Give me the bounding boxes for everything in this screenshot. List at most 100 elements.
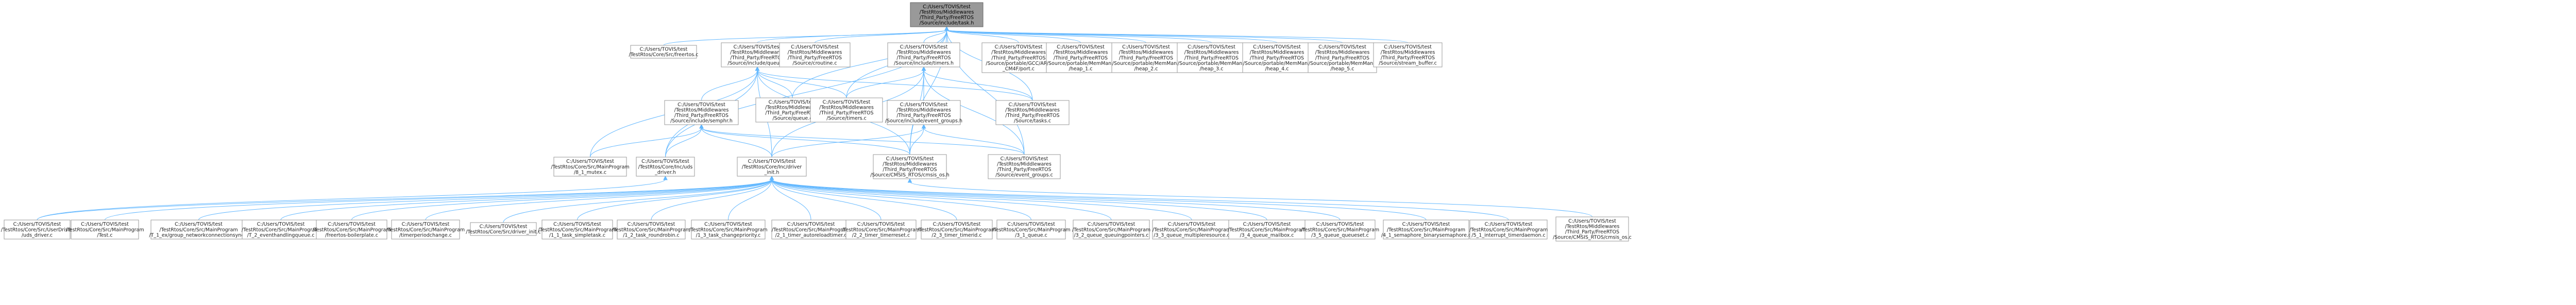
graph-node[interactable]: C:/Users/TOVIS/test/TestRtos/Core/Src/Ma… — [1072, 219, 1150, 240]
graph-node[interactable]: C:/Users/TOVIS/test/TestRtos/Middlewares… — [1111, 42, 1181, 73]
node-label-line: /TestRtos/Middlewares — [1054, 50, 1108, 56]
node-box — [691, 219, 766, 240]
graph-node[interactable]: C:/Users/TOVIS/test/TestRtos/Core/Src/Ma… — [1381, 219, 1471, 240]
node-label-line: C:/Users/TOVIS/test — [1485, 222, 1533, 227]
dependency-edge — [815, 29, 947, 43]
node-box — [541, 219, 613, 240]
node-label-line: C:/Users/TOVIS/test — [748, 159, 796, 164]
graph-node[interactable]: C:/Users/TOVIS/test/TestRtos/Core/Src/Ma… — [1152, 219, 1231, 240]
node-box — [921, 219, 993, 240]
dependency-edge — [771, 179, 882, 221]
node-label-line: /3_1_queue.c — [1015, 232, 1047, 238]
dependency-edge — [590, 127, 702, 158]
node-label-line: /TestRtos/Core/Src/MainProgram — [689, 227, 767, 233]
node-box — [1304, 219, 1376, 240]
node-label-line: /TestRtos/Core/Src/MainProgram — [538, 227, 616, 233]
graph-node[interactable]: C:/Users/TOVIS/test/TestRtos/Middlewares… — [1177, 42, 1246, 73]
node-label-line: /TestRtos/Middlewares — [1184, 50, 1239, 56]
node-label-line: /Third_Party/FreeRTOS — [1005, 113, 1059, 118]
graph-node[interactable]: C:/Users/TOVIS/test/TestRtos/Middlewares… — [885, 100, 962, 125]
dependency-edge — [923, 70, 1033, 101]
node-label-line: C:/Users/TOVIS/test — [628, 222, 675, 227]
node-box — [470, 222, 537, 236]
node-label-line: C:/Users/TOVIS/test — [1384, 44, 1432, 50]
graph-node[interactable]: C:/Users/TOVIS/test/TestRtos/Middlewares… — [887, 42, 960, 67]
graph-node[interactable]: C:/Users/TOVIS/test/TestRtos/Core/Src/Ma… — [771, 219, 851, 240]
graph-node[interactable]: C:/Users/TOVIS/test/TestRtos/Core/Src/Ma… — [65, 219, 144, 240]
node-label-line: /Third_Party/FreeRTOS — [883, 167, 937, 173]
graph-node[interactable]: C:/Users/TOVIS/test/TestRtos/Core/Src/Ma… — [1301, 219, 1379, 240]
graph-node[interactable]: C:/Users/TOVIS/test/TestRtos/Middlewares… — [981, 42, 1056, 73]
graph-node[interactable]: C:/Users/TOVIS/test/TestRtos/Core/Src/Ma… — [242, 219, 320, 240]
node-label-line: /Source/CMSIS_RTOS/cmsis_os.c — [1553, 235, 1632, 241]
graph-node[interactable]: C:/Users/TOVIS/test/TestRtos/Core/Inc/ud… — [636, 157, 695, 177]
node-label-line: /uds_driver.c — [22, 232, 53, 238]
node-label-line: /Source/event_groups.c — [995, 173, 1053, 178]
node-box — [71, 219, 139, 240]
node-label-line: /1_1_task_simpletask.c — [549, 232, 605, 238]
node-label-line: /TestRtos/Core/Src/driver_init.c — [466, 229, 541, 235]
node-box — [1046, 42, 1115, 73]
dependency-edge — [946, 29, 1081, 43]
graph-node[interactable]: C:/Users/TOVIS/test/TestRtos/Core/Src/Ma… — [612, 219, 690, 240]
graph-node[interactable]: C:/Users/TOVIS/test/TestRtos/Middlewares… — [664, 100, 739, 125]
node-label-line: /TestRtos/Middlewares — [1381, 50, 1435, 56]
graph-node[interactable]: C:/Users/TOVIS/test/TestRtos/Middlewares… — [1373, 42, 1443, 67]
graph-node[interactable]: C:/Users/TOVIS/test/TestRtos/Middlewares… — [995, 100, 1070, 125]
graph-node[interactable]: C:/Users/TOVIS/test/TestRtos/Core/Inc/dr… — [737, 157, 807, 177]
graph-node[interactable]: C:/Users/TOVIS/test/TestRtos/Core/Src/Ma… — [689, 219, 768, 240]
node-label-line: C:/Users/TOVIS/test — [857, 222, 905, 227]
node-label-line: /heap_2.c — [1134, 66, 1158, 72]
dependency-edge — [771, 179, 957, 221]
graph-node[interactable]: C:/Users/TOVIS/test/TestRtos/Middlewares… — [1046, 42, 1115, 73]
graph-node[interactable]: C:/Users/TOVIS/test/TestRtos/Core/Src/Us… — [1, 219, 74, 240]
graph-node[interactable]: C:/Users/TOVIS/test/TestRtos/Core/Src/Ma… — [992, 219, 1071, 240]
graph-node[interactable]: C:/Users/TOVIS/test/TestRtos/Core/Src/Ma… — [312, 219, 391, 240]
graph-node[interactable]: C:/Users/TOVIS/test/TestRtos/Middlewares… — [779, 42, 851, 67]
node-label-line: /Source/portable/MemMang — [1047, 61, 1114, 66]
graph-node[interactable]: C:/Users/TOVIS/test/TestRtos/Core/Src/Ma… — [1469, 219, 1548, 240]
graph-node[interactable]: C:/Users/TOVIS/test/TestRtos/Core/Src/Ma… — [551, 157, 630, 177]
graph-node[interactable]: C:/Users/TOVIS/test/TestRtos/Middlewares… — [810, 97, 883, 123]
graph-node[interactable]: C:/Users/TOVIS/test/TestRtos/Core/Src/Ma… — [918, 219, 996, 240]
graph-node[interactable]: C:/Users/TOVIS/test/TestRtos/Core/Src/Ma… — [842, 219, 920, 240]
node-label-line: /TestRtos/Core/Src/MainProgram — [612, 227, 690, 233]
node-label-line: C:/Users/TOVIS/test — [1188, 44, 1235, 50]
node-box — [4, 219, 71, 240]
node-label-line: C:/Users/TOVIS/test — [1007, 222, 1055, 227]
node-label-line: /TestRtos/Core/Src/MainProgram — [312, 227, 391, 233]
dependency-edge — [198, 179, 772, 221]
node-box — [845, 219, 917, 240]
node-label-line: /Source/portable/MemMang — [1178, 61, 1245, 66]
graph-node[interactable]: C:/Users/TOVIS/test/TestRtos/Core/Src/Ma… — [149, 219, 248, 240]
graph-node[interactable]: C:/Users/TOVIS/test/TestRtos/Core/Src/dr… — [466, 222, 541, 236]
node-label-line: C:/Users/TOVIS/test — [1243, 222, 1291, 227]
node-label-line: /TestRtos/Core/Src/MainProgram — [1228, 227, 1306, 233]
node-box — [887, 42, 960, 67]
node-label-line: /TestRtos/Core/Src/MainProgram — [1153, 227, 1231, 233]
edge-arrowhead — [755, 66, 760, 71]
graph-node[interactable]: C:/Users/TOVIS/test/TestRtos/Middlewares… — [988, 154, 1061, 179]
node-box — [1383, 219, 1469, 240]
graph-node[interactable]: C:/Users/TOVIS/test/TestRtos/Core/Src/fr… — [629, 45, 699, 59]
node-label-line: C:/Users/TOVIS/test — [13, 222, 61, 227]
graph-node[interactable]: C:/Users/TOVIS/test/TestRtos/Middlewares… — [870, 154, 950, 179]
node-label-line: C:/Users/TOVIS/test — [900, 102, 948, 108]
node-label-line: /TestRtos/Core/Src/MainProgram — [1469, 227, 1548, 233]
graph-node[interactable]: C:/Users/TOVIS/test/TestRtos/Middlewares… — [1553, 216, 1632, 242]
node-box — [1152, 219, 1231, 240]
dependency-edge — [771, 127, 924, 158]
graph-node[interactable]: C:/Users/TOVIS/test/TestRtos/Core/Src/Ma… — [1228, 219, 1306, 240]
node-box — [873, 154, 947, 179]
graph-node[interactable]: C:/Users/TOVIS/test/TestRtos/Core/Src/Ma… — [538, 219, 617, 240]
root-node-task-h[interactable]: C:/Users/TOVIS/test/TestRtos/Middlewares… — [910, 2, 984, 27]
dependency-edge — [946, 29, 1408, 43]
graph-node[interactable]: C:/Users/TOVIS/test/TestRtos/Core/Src/Ma… — [386, 219, 465, 240]
node-label-line: /Third_Party/FreeRTOS — [1565, 229, 1619, 235]
dependency-edge — [757, 29, 947, 43]
graph-node[interactable]: C:/Users/TOVIS/test/TestRtos/Middlewares… — [1242, 42, 1312, 73]
graph-node[interactable]: C:/Users/TOVIS/test/TestRtos/Middlewares… — [1308, 42, 1377, 73]
node-label-line: /TestRtos/Core/Src/MainProgram — [1072, 227, 1150, 233]
node-label-line: /TestRtos/Middlewares — [883, 162, 937, 167]
node-label-line: C:/Users/TOVIS/test — [787, 222, 835, 227]
